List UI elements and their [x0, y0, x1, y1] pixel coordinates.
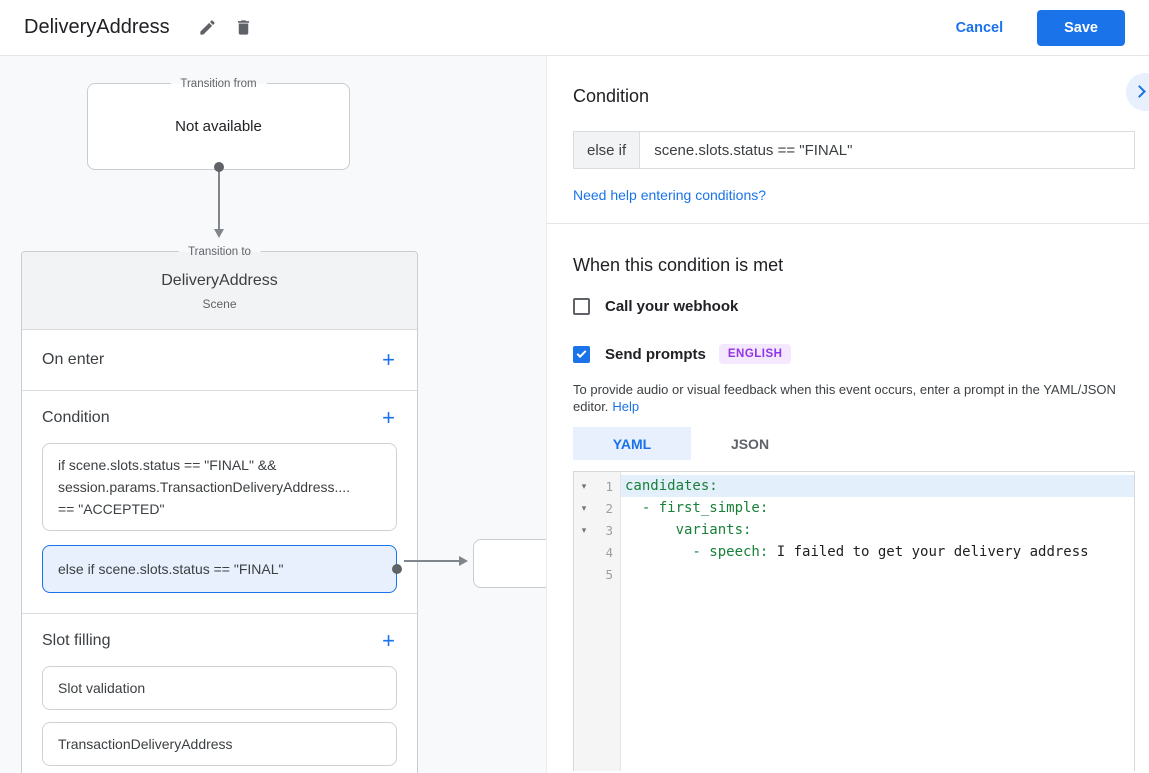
cancel-button[interactable]: Cancel	[955, 19, 1004, 36]
code-line	[621, 563, 1134, 585]
chevron-right-icon	[1133, 85, 1146, 98]
fold-arrow-icon[interactable]: ▾	[581, 502, 587, 513]
gutter-row: 4	[574, 541, 620, 563]
gutter-row: ▾ 3	[574, 519, 620, 541]
line-number: 4	[605, 544, 613, 560]
trash-icon	[238, 20, 250, 35]
transition-target-box[interactable]	[473, 539, 546, 588]
editor-tabs: YAML JSON	[573, 427, 1135, 460]
transition-from-legend: Transition from	[170, 76, 267, 92]
condition-item-selected-text: else if scene.slots.status == "FINAL"	[58, 561, 284, 577]
add-slot-button[interactable]: +	[382, 628, 395, 653]
add-on-enter-button[interactable]: +	[382, 347, 395, 372]
check-icon	[576, 347, 587, 358]
transition-arrow-line	[218, 170, 220, 230]
condition-expression-row: else if	[573, 131, 1135, 169]
save-button[interactable]: Save	[1037, 9, 1125, 46]
pencil-icon	[200, 20, 215, 35]
delete-scene-button[interactable]	[228, 12, 260, 44]
code-line: variants:	[621, 519, 1134, 541]
webhook-row: Call your webhook	[573, 298, 1135, 315]
app-header: DeliveryAddress Cancel Save	[0, 0, 1149, 56]
section-divider	[547, 223, 1149, 224]
add-condition-button[interactable]: +	[382, 405, 395, 430]
conditions-help-link[interactable]: Need help entering conditions?	[573, 187, 767, 203]
condition-section-head: Condition +	[42, 405, 397, 431]
tab-json[interactable]: JSON	[730, 435, 770, 452]
arrow-start-dot	[214, 162, 224, 172]
help-link[interactable]: Help	[612, 399, 640, 414]
edit-scene-button[interactable]	[192, 12, 224, 44]
webhook-label: Call your webhook	[605, 298, 739, 315]
code-line: - first_simple:	[621, 497, 1134, 519]
condition-expression-input[interactable]	[640, 132, 1134, 168]
fold-arrow-icon[interactable]: ▾	[581, 524, 587, 535]
condition-section: Condition + if scene.slots.status == "FI…	[22, 391, 417, 614]
yaml-key: variants:	[625, 522, 752, 538]
yaml-key: - first_simple:	[625, 500, 769, 516]
transition-arrow-head	[214, 229, 224, 238]
editor-gutter: ▾ 1 ▾ 2 ▾ 3 4 5	[574, 472, 621, 771]
send-prompts-label: Send prompts	[605, 345, 706, 363]
gutter-row: ▾ 1	[574, 475, 620, 497]
yaml-key: candidates:	[625, 478, 718, 494]
on-enter-label: On enter	[42, 351, 105, 368]
webhook-checkbox[interactable]	[573, 298, 590, 315]
condition-section-label: Condition	[42, 409, 110, 426]
condition-item[interactable]: if scene.slots.status == "FINAL" && sess…	[42, 443, 397, 531]
scene-graph-panel: Transition from Not available Transition…	[0, 56, 546, 773]
editor-hint-text: To provide audio or visual feedback when…	[573, 382, 1116, 414]
connector-dot	[392, 564, 402, 574]
transition-from-box: Transition from Not available	[87, 76, 350, 170]
send-prompts-checkbox[interactable]	[573, 345, 590, 363]
on-enter-section: On enter +	[22, 330, 417, 391]
slot-filling-section: Slot filling + Slot validation Transacti…	[22, 614, 417, 773]
slot-filling-section-head: Slot filling +	[42, 628, 397, 654]
page-title: DeliveryAddress	[24, 16, 170, 38]
yaml-value: I failed to get your delivery address	[768, 544, 1089, 560]
scene-card-header: DeliveryAddress Scene	[22, 252, 417, 330]
condition-transition-arrow-head	[459, 556, 468, 566]
send-prompts-row: Send prompts ENGLISH	[573, 344, 1135, 364]
scene-card: Transition to DeliveryAddress Scene On e…	[21, 244, 418, 773]
yaml-editor[interactable]: ▾ 1 ▾ 2 ▾ 3 4 5	[573, 471, 1135, 771]
detail-heading: Condition	[573, 86, 650, 106]
transition-to-legend: Transition to	[178, 244, 261, 260]
when-condition-heading: When this condition is met	[573, 255, 784, 275]
code-line: candidates:	[621, 475, 1134, 497]
scene-card-title: DeliveryAddress	[161, 272, 278, 289]
line-number: 2	[605, 500, 613, 516]
transaction-delivery-address-item[interactable]: TransactionDeliveryAddress	[42, 722, 397, 766]
condition-detail-panel: Condition else if Need help entering con…	[546, 56, 1149, 773]
line-number: 1	[605, 478, 613, 494]
condition-item-selected[interactable]: else if scene.slots.status == "FINAL"	[42, 545, 402, 593]
editor-hint: To provide audio or visual feedback when…	[573, 381, 1135, 415]
scene-card-subtitle: Scene	[202, 297, 237, 311]
line-number: 3	[605, 522, 613, 538]
gutter-row: 5	[574, 563, 620, 585]
editor-code-area[interactable]: candidates: - first_simple: variants: - …	[621, 472, 1134, 771]
line-number: 5	[605, 566, 613, 582]
transition-from-content: Not available	[175, 118, 262, 135]
code-line: - speech: I failed to get your delivery …	[621, 541, 1134, 563]
condition-prefix-label: else if	[574, 132, 641, 168]
slot-validation-item[interactable]: Slot validation	[42, 666, 397, 710]
language-badge: ENGLISH	[718, 344, 792, 364]
collapse-panel-button[interactable]	[1126, 73, 1149, 111]
yaml-key: - speech:	[625, 544, 769, 560]
tab-yaml[interactable]: YAML	[573, 427, 691, 460]
condition-transition-line	[404, 560, 461, 562]
fold-arrow-icon[interactable]: ▾	[581, 480, 587, 491]
slot-filling-label: Slot filling	[42, 632, 111, 649]
gutter-row: ▾ 2	[574, 497, 620, 519]
